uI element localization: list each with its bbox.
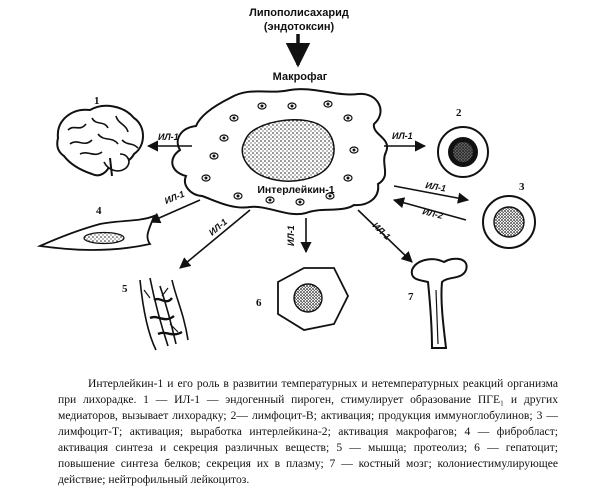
stimulus-line2: (эндотоксин) xyxy=(264,21,335,33)
target-number-5: 5 xyxy=(122,283,128,295)
target-number-4: 4 xyxy=(96,205,102,217)
t-lymphocyte-cell xyxy=(482,195,536,249)
arrow-il2-back xyxy=(392,197,467,221)
macrophage-nucleus xyxy=(241,119,335,182)
fibroblast-cell xyxy=(36,214,156,251)
arrow-to-bone-marrow xyxy=(357,209,413,263)
label-il1-marrow: ИЛ-1 xyxy=(371,220,393,242)
arrows xyxy=(146,140,470,269)
macrophage-title: Макрофаг xyxy=(273,71,328,83)
label-il1-brain: ИЛ-1 xyxy=(158,132,179,142)
arrow-to-t-lymphocyte xyxy=(393,185,470,204)
label-il2: ИЛ-2 xyxy=(422,206,444,221)
target-number-7: 7 xyxy=(408,291,414,303)
target-number-2: 2 xyxy=(456,107,462,119)
label-il1-hepatocyte: ИЛ-1 xyxy=(286,225,296,246)
arrow-to-muscle xyxy=(179,209,251,269)
macrophage-granules xyxy=(201,100,359,206)
stimulus-line1: Липополисахарид xyxy=(249,7,349,19)
label-il1-muscle: ИЛ-1 xyxy=(207,217,229,238)
interleukin-label: Интерлейкин-1 xyxy=(257,184,334,196)
label-il1-t: ИЛ-1 xyxy=(425,180,447,193)
target-number-1: 1 xyxy=(94,95,100,107)
label-il1-fibroblast: ИЛ-1 xyxy=(163,189,186,206)
target-number-6: 6 xyxy=(256,297,262,309)
label-il1-b: ИЛ-1 xyxy=(392,131,413,141)
brain-icon xyxy=(56,104,144,177)
muscle-icon xyxy=(139,277,189,351)
figure-caption: Интерлейкин-1 и его роль в развитии темп… xyxy=(58,377,558,486)
bone-marrow-icon xyxy=(410,257,468,349)
target-number-3: 3 xyxy=(519,181,525,193)
macrophage-cell: Интерлейкин-1 xyxy=(171,88,389,216)
hepatocyte-cell xyxy=(277,267,350,331)
il1-diagram: Липополисахарид (эндотоксин) Макрофаг Ин… xyxy=(36,7,536,351)
arrow-to-fibroblast xyxy=(148,199,201,224)
b-lymphocyte-cell xyxy=(437,126,489,178)
